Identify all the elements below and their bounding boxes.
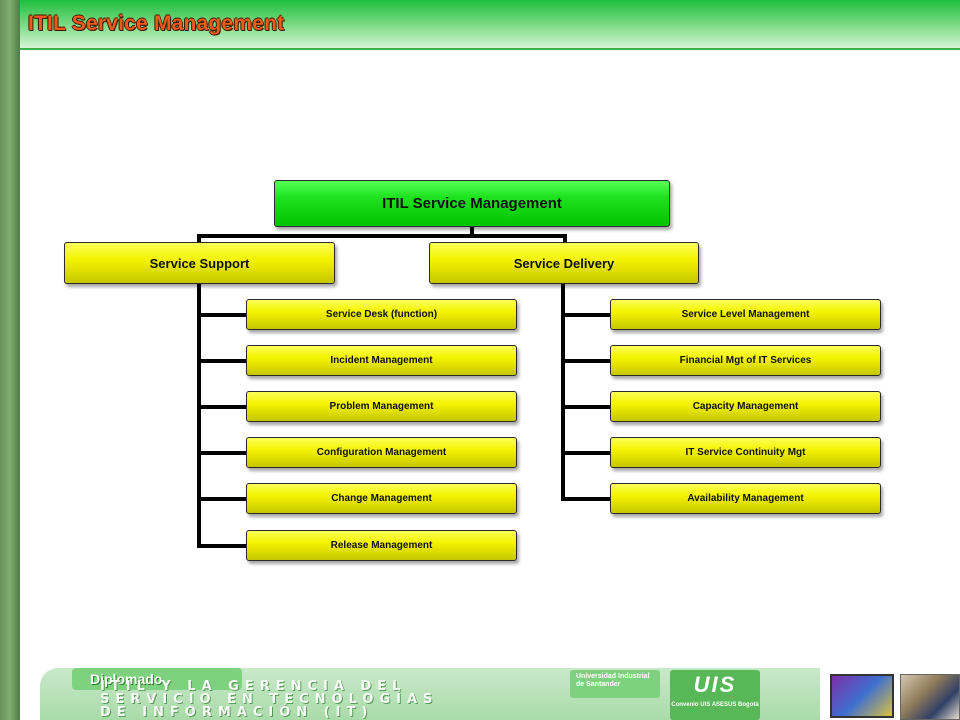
title-band: ITIL Service Management xyxy=(20,0,960,50)
connector-root-down xyxy=(470,225,474,237)
footer-line-3: DE INFORMACIÓN (IT) xyxy=(100,705,374,720)
connector-support-tick xyxy=(197,359,247,363)
book-cover-image xyxy=(830,674,894,718)
node-problem-management: Problem Management xyxy=(246,391,517,422)
uis-logo: UIS Convenio UIS ASESUS Bogotá xyxy=(670,670,760,720)
footer-banner: Diplomado ITIL Y LA GERENCIA DEL SERVICI… xyxy=(40,660,960,720)
connector-support-tick xyxy=(197,497,247,501)
footer-line-1: ITIL Y LA GERENCIA DEL xyxy=(100,679,407,694)
people-photo-image xyxy=(900,674,960,720)
branch-service-delivery: Service Delivery xyxy=(429,242,699,284)
node-release-management: Release Management xyxy=(246,530,517,561)
uis-logo-text: UIS xyxy=(693,672,737,697)
footer-course-title: ITIL Y LA GERENCIA DEL SERVICIO EN TECNO… xyxy=(100,680,540,719)
connector-delivery-tick xyxy=(561,451,611,455)
footer-line-2: SERVICIO EN TECNOLOGÍAS xyxy=(100,692,439,707)
university-label: Universidad Industrial de Santander xyxy=(570,670,660,698)
connector-delivery-tick xyxy=(561,313,611,317)
root-node: ITIL Service Management xyxy=(274,180,670,227)
agreement-text: Convenio UIS ASESUS Bogotá xyxy=(671,702,759,708)
connector-support-tick xyxy=(197,544,247,548)
node-service-level-management: Service Level Management xyxy=(610,299,881,330)
node-financial-mgt: Financial Mgt of IT Services xyxy=(610,345,881,376)
connector-root-horizontal xyxy=(197,234,567,238)
connector-delivery-tick xyxy=(561,497,611,501)
left-accent-bar xyxy=(0,0,20,720)
node-availability-management: Availability Management xyxy=(610,483,881,514)
node-change-management: Change Management xyxy=(246,483,517,514)
connector-delivery-spine xyxy=(561,284,565,501)
connector-delivery-tick xyxy=(561,359,611,363)
connector-support-spine xyxy=(197,284,201,548)
branch-service-support: Service Support xyxy=(64,242,335,284)
node-service-desk: Service Desk (function) xyxy=(246,299,517,330)
connector-delivery-up xyxy=(563,234,567,244)
node-capacity-management: Capacity Management xyxy=(610,391,881,422)
connector-support-up xyxy=(197,234,201,244)
node-incident-management: Incident Management xyxy=(246,345,517,376)
diplomado-tab: Diplomado xyxy=(72,668,242,690)
connector-support-tick xyxy=(197,451,247,455)
connector-support-tick xyxy=(197,313,247,317)
node-configuration-management: Configuration Management xyxy=(246,437,517,468)
page-title: ITIL Service Management xyxy=(28,12,285,35)
node-it-service-continuity: IT Service Continuity Mgt xyxy=(610,437,881,468)
connector-support-tick xyxy=(197,405,247,409)
connector-delivery-tick xyxy=(561,405,611,409)
